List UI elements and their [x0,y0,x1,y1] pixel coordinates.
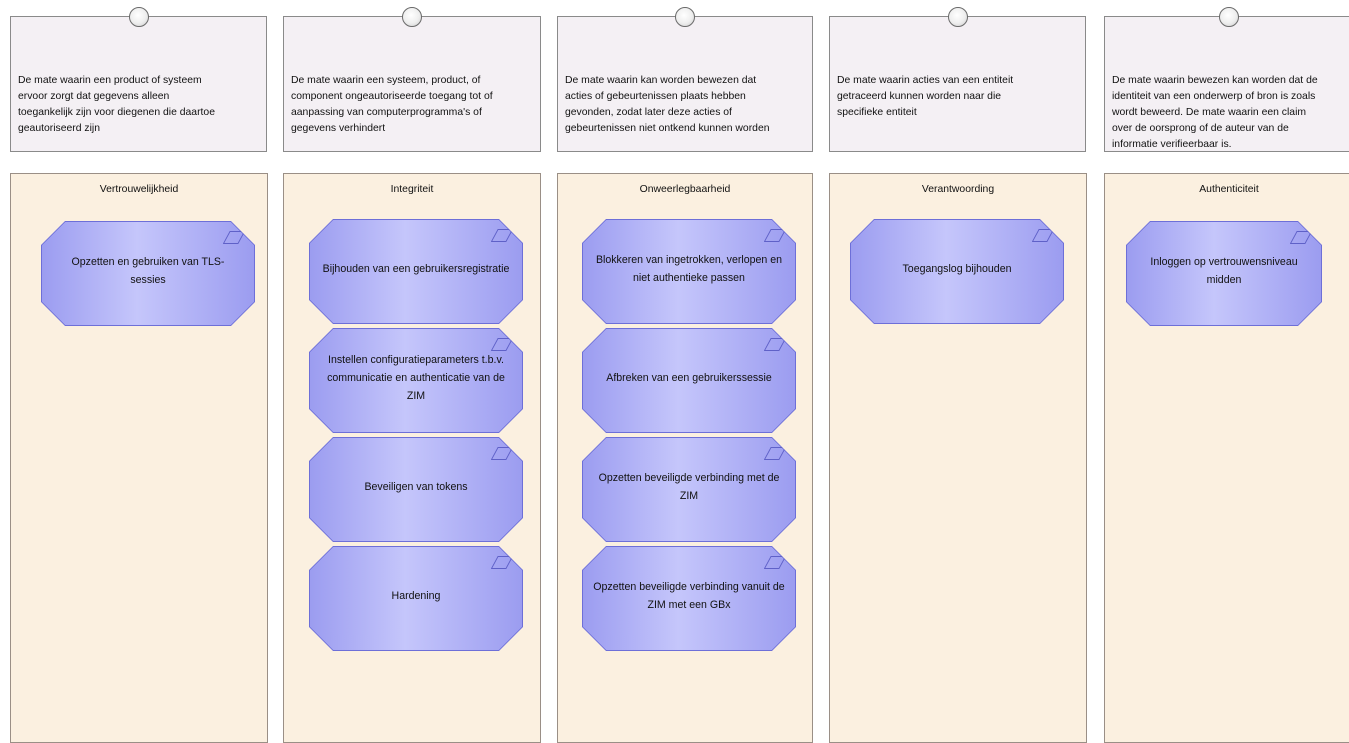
column-title: Vertrouwelijkheid [99,184,179,195]
function-box[interactable]: Opzetten beveiligde verbinding met de ZI… [582,437,796,542]
definition-note-integriteit[interactable]: De mate waarin een systeem, product, of … [283,7,541,152]
pin-icon [128,7,149,27]
function-label: Opzetten beveiligde verbinding met de ZI… [598,471,780,502]
definition-note-verantwoording[interactable]: De mate waarin acties van een entiteit g… [829,7,1086,152]
function-box[interactable]: Afbreken van een gebruikerssessie [582,328,796,433]
function-label: Beveiligen van tokens [364,480,468,493]
function-label: Toegangslog bijhouden [902,262,1012,275]
pin-icon [1219,7,1239,27]
parallelogram-icon [1290,231,1312,244]
parallelogram-icon [491,447,513,460]
column-onweerlegbaarheid[interactable]: Onweerlegbaarheid Blokkeren van ingetrok… [557,173,813,743]
parallelogram-icon [491,338,513,351]
function-label: Instellen configuratieparameters t.b.v. … [327,353,505,402]
definition-text: De mate waarin een systeem, product, of … [291,75,493,134]
definition-text: De mate waarin kan worden bewezen dat ac… [565,75,770,134]
parallelogram-icon [764,229,786,242]
function-box[interactable]: Blokkeren van ingetrokken, verlopen en n… [582,219,796,324]
function-box[interactable]: Opzetten beveiligde verbinding vanuit de… [582,546,796,651]
pin-icon [947,7,968,27]
definition-text: De mate waarin een product of systeem er… [18,75,215,134]
column-verantwoording[interactable]: Verantwoording Toegangslog bijhouden [829,173,1087,743]
column-integriteit[interactable]: Integriteit Bijhouden van een gebruikers… [283,173,541,743]
column-title: Authenticiteit [1199,184,1259,195]
function-label: Inloggen op vertrouwensniveau midden [1150,255,1298,286]
definition-note-authenticiteit[interactable]: De mate waarin bewezen kan worden dat de… [1104,7,1349,152]
parallelogram-icon [1032,229,1054,242]
parallelogram-icon [491,556,513,569]
function-label: Opzetten beveiligde verbinding vanuit de… [593,580,785,611]
function-box[interactable]: Inloggen op vertrouwensniveau midden [1126,221,1322,326]
parallelogram-icon [764,556,786,569]
definition-text: De mate waarin bewezen kan worden dat de… [1112,75,1318,150]
parallelogram-icon [764,447,786,460]
column-title: Integriteit [390,184,434,195]
parallelogram-icon [491,229,513,242]
function-label: Hardening [391,589,441,602]
function-label: Bijhouden van een gebruikersregistratie [322,262,510,275]
function-box[interactable]: Hardening [309,546,523,651]
pin-icon [402,7,422,27]
function-box[interactable]: Opzetten en gebruiken van TLS- sessies [41,221,255,326]
function-box[interactable]: Bijhouden van een gebruikersregistratie [309,219,523,324]
function-box[interactable]: Beveiligen van tokens [309,437,523,542]
parallelogram-icon [764,338,786,351]
function-box[interactable]: Toegangslog bijhouden [850,219,1064,324]
column-authenticiteit[interactable]: Authenticiteit Inloggen op vertrouwensni… [1104,173,1349,743]
parallelogram-icon [223,231,245,244]
column-title: Onweerlegbaarheid [639,184,731,195]
function-box[interactable]: Instellen configuratieparameters t.b.v. … [309,328,523,433]
function-label: Blokkeren van ingetrokken, verlopen en n… [595,253,783,284]
column-vertrouwelijkheid[interactable]: Vertrouwelijkheid Opzetten en gebruiken … [10,173,268,743]
function-label: Afbreken van een gebruikerssessie [606,371,772,384]
definition-text: De mate waarin acties van een entiteit g… [837,75,1014,118]
definition-note-vertrouwelijkheid[interactable]: De mate waarin een product of systeem er… [10,7,267,152]
column-title: Verantwoording [921,184,995,195]
definition-note-onweerlegbaarheid[interactable]: De mate waarin kan worden bewezen dat ac… [557,7,813,152]
function-label: Opzetten en gebruiken van TLS- sessies [71,255,225,286]
pin-icon [675,7,695,27]
